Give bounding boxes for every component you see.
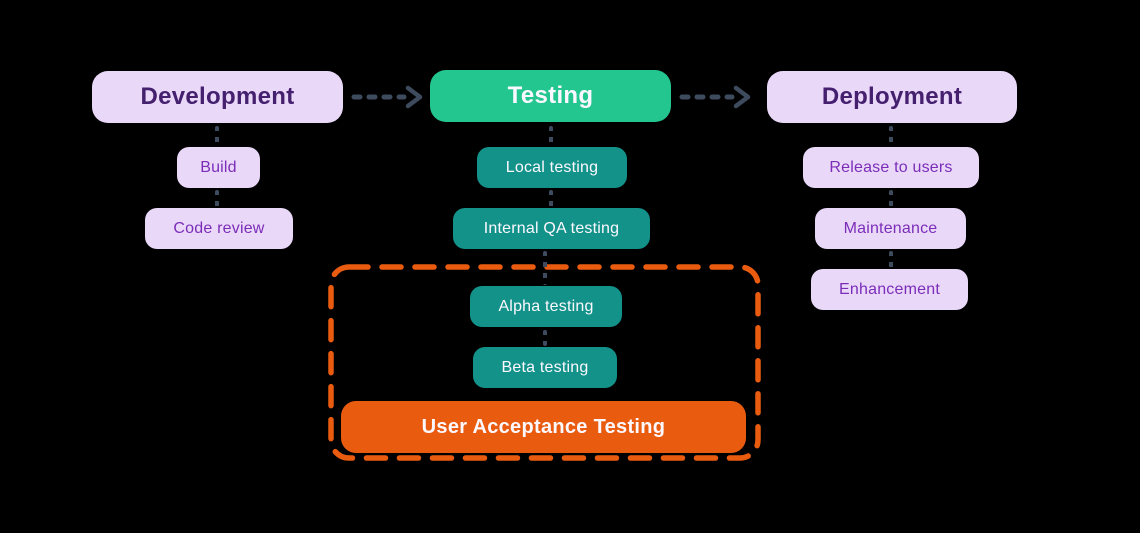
connector-development-build	[215, 126, 219, 146]
connector-alpha-beta-testing	[543, 330, 547, 346]
step-build-label: Build	[200, 158, 237, 176]
step-enhancement-box: Enhancement	[811, 269, 968, 310]
stage-deployment-label: Deployment	[821, 83, 963, 110]
connector-testing-local-testing	[549, 126, 553, 146]
step-release-to-users-box: Release to users	[803, 147, 979, 188]
stage-development-label: Development	[140, 83, 295, 110]
stage-deployment-box: Deployment	[767, 71, 1017, 123]
stage-testing-box: Testing	[430, 70, 671, 122]
connector-build-code-review	[215, 190, 219, 207]
step-beta-testing-box: Beta testing	[473, 347, 617, 388]
connector-internal-qa-alpha-testing	[543, 251, 547, 285]
connector-local-testing-internal-qa	[549, 190, 553, 207]
connector-maintenance-enhancement	[889, 251, 893, 268]
step-maintenance-box: Maintenance	[815, 208, 966, 249]
step-alpha-testing-box: Alpha testing	[470, 286, 622, 327]
step-local-testing-box: Local testing	[477, 147, 627, 188]
step-maintenance-label: Maintenance	[843, 219, 938, 237]
stage-development-box: Development	[92, 71, 343, 123]
dashed-arrow-icon-development-to-testing	[351, 85, 423, 109]
stage-testing-label: Testing	[507, 82, 594, 109]
uat-highlight-label: User Acceptance Testing	[421, 415, 666, 438]
connector-deployment-release	[889, 126, 893, 146]
step-code-review-label: Code review	[173, 219, 265, 237]
uat-highlight-box: User Acceptance Testing	[341, 401, 746, 453]
step-alpha-testing-label: Alpha testing	[498, 297, 594, 315]
connector-release-maintenance	[889, 190, 893, 207]
step-enhancement-label: Enhancement	[839, 280, 940, 298]
step-internal-qa-testing-box: Internal QA testing	[453, 208, 650, 249]
step-internal-qa-testing-label: Internal QA testing	[483, 219, 620, 237]
step-beta-testing-label: Beta testing	[501, 358, 589, 376]
step-local-testing-label: Local testing	[505, 158, 599, 176]
step-release-to-users-label: Release to users	[829, 158, 953, 176]
step-code-review-box: Code review	[145, 208, 293, 249]
step-build-box: Build	[177, 147, 260, 188]
dashed-arrow-icon-testing-to-deployment	[679, 85, 751, 109]
